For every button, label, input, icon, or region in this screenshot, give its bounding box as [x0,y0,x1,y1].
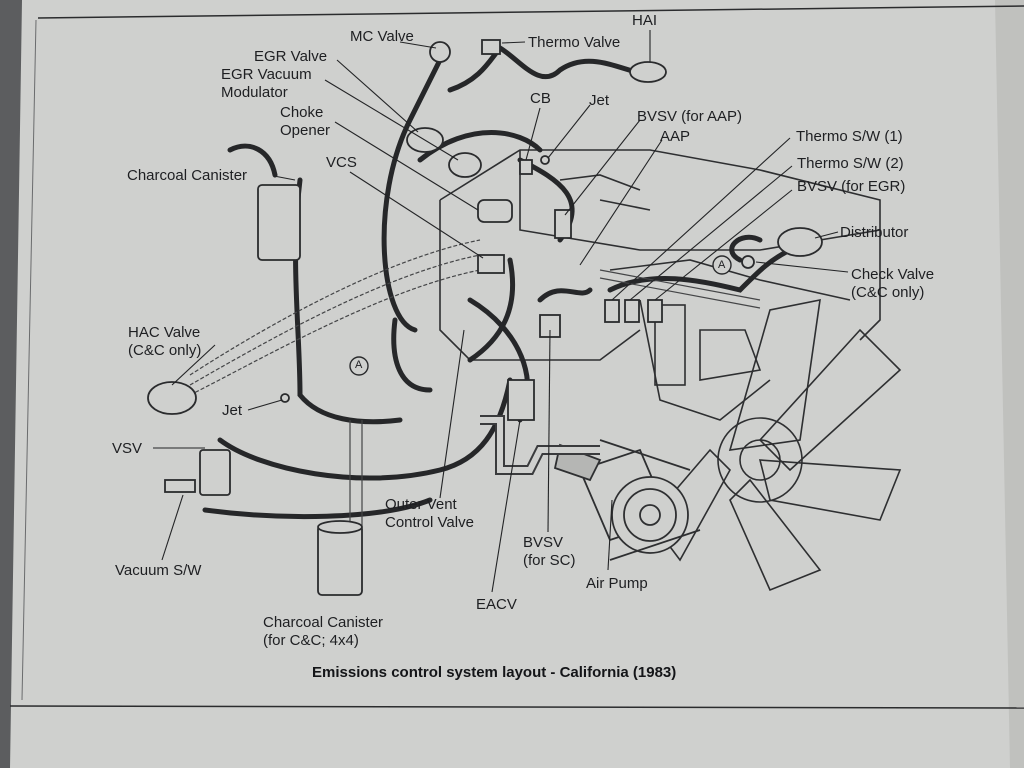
label-charcoal-canister-bottom: Charcoal Canister (for C&C; 4x4) [263,614,384,649]
eacv-hose-inner [480,417,600,473]
canister-bottom-cap [317,520,363,534]
bottom-rule [9,705,1024,709]
bvsv-egr-body [647,299,663,323]
mc-valve-body [429,41,451,63]
leader-jet-top [547,104,591,159]
label-egr-vacuum-modulator: EGR Vacuum Modulator [221,66,312,101]
label-cb: CB [530,90,551,107]
label-vcs: VCS [326,154,357,171]
leader-thermo-sw-1 [611,137,791,301]
leader-hac-valve [171,344,216,386]
leader-egr-valve [336,59,419,133]
leader-outer-vent [439,329,465,499]
label-hai: HAI [632,12,658,29]
thermo-sw-1-body [604,299,620,323]
label-outer-vent-control-valve: Outer Vent Control Valve [385,496,474,531]
wiring [189,239,761,530]
leader-canister-top [273,175,296,181]
thermo-valve-body [481,39,501,55]
leader-egr-modulator [324,79,459,161]
label-air-pump: Air Pump [586,575,648,592]
egr-modulator-body [448,152,482,178]
marker-a-right [712,255,732,275]
vacuum-sw-body [164,479,196,493]
label-hac-valve: HAC Valve (C&C only) [128,324,202,359]
vcs-body [477,254,505,274]
leader-cb [525,107,541,161]
label-thermo-valve: Thermo Valve [528,34,621,51]
page-spine-shadow [0,0,22,768]
label-aap: AAP [660,128,691,145]
label-jet-top: Jet [589,92,610,109]
marker-a-left [349,356,369,376]
label-eacv: EACV [476,596,517,613]
label-thermo-sw-2: Thermo S/W (2) [797,155,904,172]
left-rule [21,19,37,701]
marker-a-right-text: A [718,259,726,271]
outer-vent-body [507,379,535,421]
cb-body [519,159,533,175]
marker-a-left-text: A [355,359,363,371]
label-distributor: Distributor [840,224,909,241]
label-vsv: VSV [112,440,143,457]
jet-top-body [540,155,550,165]
leader-choke-opener [334,121,479,211]
leader-air-pump [607,499,613,571]
distributor-body [777,227,823,257]
leader-aap [579,139,663,266]
label-bvsv-sc: BVSV (for SC) [523,534,576,569]
figure-caption: Emissions control system layout - Califo… [312,664,677,681]
leader-mc-valve [399,41,437,49]
hai-body [629,61,667,83]
label-egr-valve: EGR Valve [254,48,328,65]
leader-bvsv-egr [654,189,793,301]
label-charcoal-canister-top: Charcoal Canister [127,167,248,184]
leader-vcs [349,171,484,259]
label-thermo-sw-1: Thermo S/W (1) [796,128,903,145]
aap-body [554,209,572,239]
components [147,39,823,596]
connection-markers [349,255,732,376]
leader-vacuum-sw [161,494,184,561]
top-rule [37,5,1024,19]
leader-bvsv-aap [564,119,641,216]
check-valve-body [741,255,755,269]
label-check-valve: Check Valve (C&C only) [851,266,935,301]
charcoal-canister-bottom-body [317,524,363,596]
jet-left-body [280,393,290,403]
leader-jet-left [247,399,283,411]
leader-bvsv-sc [547,329,551,533]
choke-opener-body [477,199,513,223]
leader-thermo-sw-2 [629,165,793,301]
leader-thermo-valve [501,41,526,44]
leader-lines [153,30,849,593]
label-bvsv-aap: BVSV (for AAP) [637,108,743,125]
right-edge-shade [995,0,1024,768]
charcoal-canister-top-body [257,184,301,261]
thermo-sw-2-body [624,299,640,323]
leader-distributor [814,231,839,239]
label-mc-valve: MC Valve [350,28,414,45]
leader-eacv [491,419,521,593]
label-jet-left: Jet [222,402,243,419]
hac-valve-body [147,381,197,415]
label-bvsv-egr: BVSV (for EGR) [797,178,906,195]
leader-check-valve [755,261,849,273]
vsv-body [199,449,231,496]
label-choke-opener: Choke Opener [280,104,331,139]
label-vacuum-sw: Vacuum S/W [115,562,202,579]
